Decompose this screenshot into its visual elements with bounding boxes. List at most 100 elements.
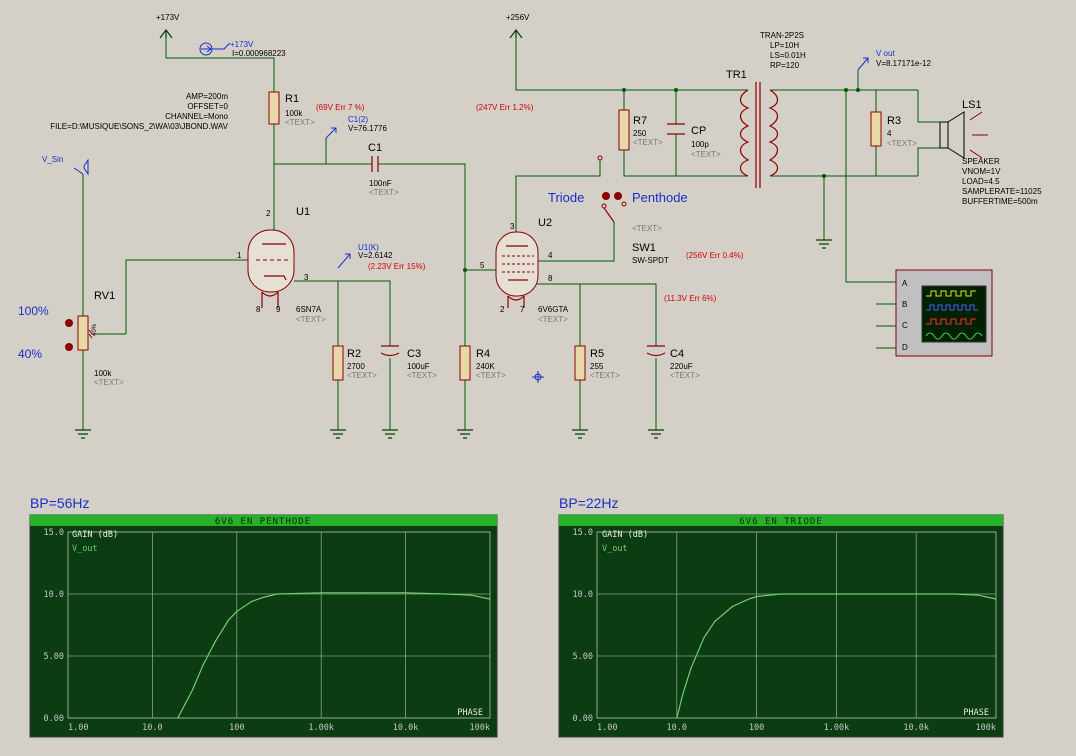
scope-channel-a: A <box>902 279 908 288</box>
cp-text: <TEXT> <box>691 150 721 159</box>
switch-sw1[interactable]: Triode Penthode <TEXT> SW1 SW-SPDT <box>548 155 688 265</box>
resistor-r3[interactable]: R3 4 <TEXT> <box>870 111 917 148</box>
r4-text: <TEXT> <box>476 371 506 380</box>
tube-u2[interactable]: U2 3 4 5 8 2 7 6V6GTA <TEXT> <box>480 217 569 324</box>
cp-ref: CP <box>691 125 706 137</box>
audio-channel: CHANNEL=Mono <box>165 112 228 121</box>
ls1-vnom: VNOM=1V <box>962 167 1001 176</box>
r2-value: 2700 <box>347 362 365 371</box>
graph-penthode-series-label: V_out <box>72 544 98 554</box>
c1-probe-value: V=76.1776 <box>348 124 387 133</box>
audio-source-properties: AMP=200m OFFSET=0 CHANNEL=Mono FILE=D:\M… <box>50 92 228 131</box>
u1k-probe-value: V=2.6142 <box>358 251 393 260</box>
audio-offset: OFFSET=0 <box>187 102 228 111</box>
c4-text: <TEXT> <box>670 371 700 380</box>
tube-u1[interactable]: U1 2 1 3 8 9 6SN7A <TEXT> <box>237 206 326 324</box>
svg-text:5: 5 <box>480 261 485 270</box>
current-probe-value: I=0.000968223 <box>232 49 286 58</box>
data-point <box>682 692 684 694</box>
resistor-r2[interactable]: R2 2700 <TEXT> <box>332 345 377 381</box>
graph-triode[interactable]: BP=22Hz 6V6 EN TRIODE GAIN (dB) V_out PH… <box>558 495 1004 738</box>
r3-ref: R3 <box>887 115 901 127</box>
voltage-probe-c1[interactable]: C1(2) V=76.1776 <box>325 115 387 139</box>
rv1-ref: RV1 <box>94 290 115 302</box>
y-tick-label: 15.0 <box>44 528 64 538</box>
svg-text:8: 8 <box>256 305 261 314</box>
potentiometer-rv1[interactable]: 40% RV1 100k <TEXT> 100% 40% <box>18 290 124 387</box>
vsin-generator[interactable]: V_Sin <box>42 155 89 176</box>
oscilloscope[interactable]: A B C D <box>876 269 993 357</box>
svg-text:2: 2 <box>266 209 271 218</box>
rv1-value: 100k <box>94 369 112 378</box>
capacitor-c3[interactable]: C3 100uF <TEXT> <box>380 345 437 380</box>
data-point <box>214 640 217 642</box>
audio-file: FILE=D:\MUSIQUE\SONS_2\WA\03\JBOND.WAV <box>50 122 228 131</box>
svg-text:8: 8 <box>548 274 553 283</box>
tr1-rp: RP=120 <box>770 61 800 70</box>
x-tick-label: 1.00k <box>824 723 850 733</box>
r4-value: 240K <box>476 362 495 371</box>
x-tick-label: 10.0k <box>393 723 419 733</box>
y-tick-label: 10.0 <box>573 590 593 600</box>
data-point <box>714 620 716 622</box>
graph-triode-title: 6V6 EN TRIODE <box>739 517 822 527</box>
current-probe[interactable]: +173V I=0.000968223 <box>199 40 286 58</box>
r3-text: <TEXT> <box>887 139 917 148</box>
c4-value: 220uF <box>670 362 693 371</box>
data-point <box>977 594 979 596</box>
graph-penthode-title: 6V6 EN PENTHODE <box>215 517 311 527</box>
capacitor-cp[interactable]: CP 100p <TEXT> <box>667 123 721 159</box>
rv1-decrease-button[interactable] <box>65 343 73 351</box>
r7-value: 250 <box>633 129 647 138</box>
capacitor-c4[interactable]: C4 220uF <TEXT> <box>646 345 700 380</box>
supply-terminal-right[interactable]: +256V <box>506 13 530 39</box>
voltage-probe-vout[interactable]: V out V=8.17171e-12 <box>857 49 931 71</box>
resistor-r4[interactable]: R4 240K <TEXT> <box>459 345 506 381</box>
c1-ref: C1 <box>368 142 382 154</box>
y-tick-label: 15.0 <box>573 528 593 538</box>
speaker-small-icon <box>83 158 89 176</box>
switch-triode-button[interactable] <box>602 192 610 200</box>
graph-penthode-bp-label: BP=56Hz <box>30 495 90 511</box>
graph-penthode[interactable]: BP=56Hz 6V6 EN PENTHODE GAIN (dB) V_out … <box>29 495 498 738</box>
c3-value: 100uF <box>407 362 430 371</box>
supply-label-right: +256V <box>506 13 530 22</box>
r1-text: <TEXT> <box>285 118 315 127</box>
resistor-r5[interactable]: R5 255 <TEXT> <box>574 345 620 381</box>
y-tick-label: 5.00 <box>573 652 593 662</box>
sw1-ref: SW1 <box>632 242 656 254</box>
switch-label-triode: Triode <box>548 190 584 205</box>
r3-value: 4 <box>887 129 892 138</box>
data-point <box>261 597 263 599</box>
c1-value: 100nF <box>369 179 392 188</box>
scope-channel-b: B <box>902 300 907 309</box>
rv1-increase-button[interactable] <box>65 319 73 327</box>
data-point <box>676 717 678 719</box>
plate-voltage-annotation: (247V Err 1.2%) <box>476 103 534 112</box>
capacitor-c1[interactable]: C1 100nF <TEXT> <box>368 142 399 197</box>
data-point <box>748 598 750 600</box>
switch-penthode-button[interactable] <box>614 192 622 200</box>
wires <box>82 38 940 430</box>
c4-ref: C4 <box>670 348 684 360</box>
ls1-ref: LS1 <box>962 99 982 111</box>
u1-type: 6SN7A <box>296 305 322 314</box>
transformer-tr1[interactable]: TR1 TRAN-2P2S LP=10H LS=0.01H RP=120 <box>726 31 806 188</box>
data-point <box>756 595 758 598</box>
resistor-r1[interactable]: R1 100k <TEXT> <box>268 91 315 127</box>
y-tick-label: 10.0 <box>44 590 64 600</box>
graph-triode-ylabel: GAIN (dB) <box>602 530 648 540</box>
supply-terminal-left[interactable]: +173V <box>156 13 180 39</box>
voltage-probe-u1k[interactable]: U1(K) V=2.6142 <box>337 243 393 269</box>
x-tick-label: 10.0 <box>142 723 162 733</box>
data-point <box>276 593 278 595</box>
data-point <box>360 592 363 594</box>
vsin-label: V_Sin <box>42 155 63 164</box>
resistor-r7[interactable]: R7 250 <TEXT> <box>618 109 663 151</box>
tr1-type: TRAN-2P2S <box>760 31 804 40</box>
speaker-ls1[interactable]: LS1 SPEAKER VNOM=1V LOAD=4.5 SAMPLERATE=… <box>939 99 1042 206</box>
c4-voltage-annotation: (11.3V Err 6%) <box>664 294 717 303</box>
data-point <box>780 593 782 595</box>
data-point <box>835 593 838 595</box>
